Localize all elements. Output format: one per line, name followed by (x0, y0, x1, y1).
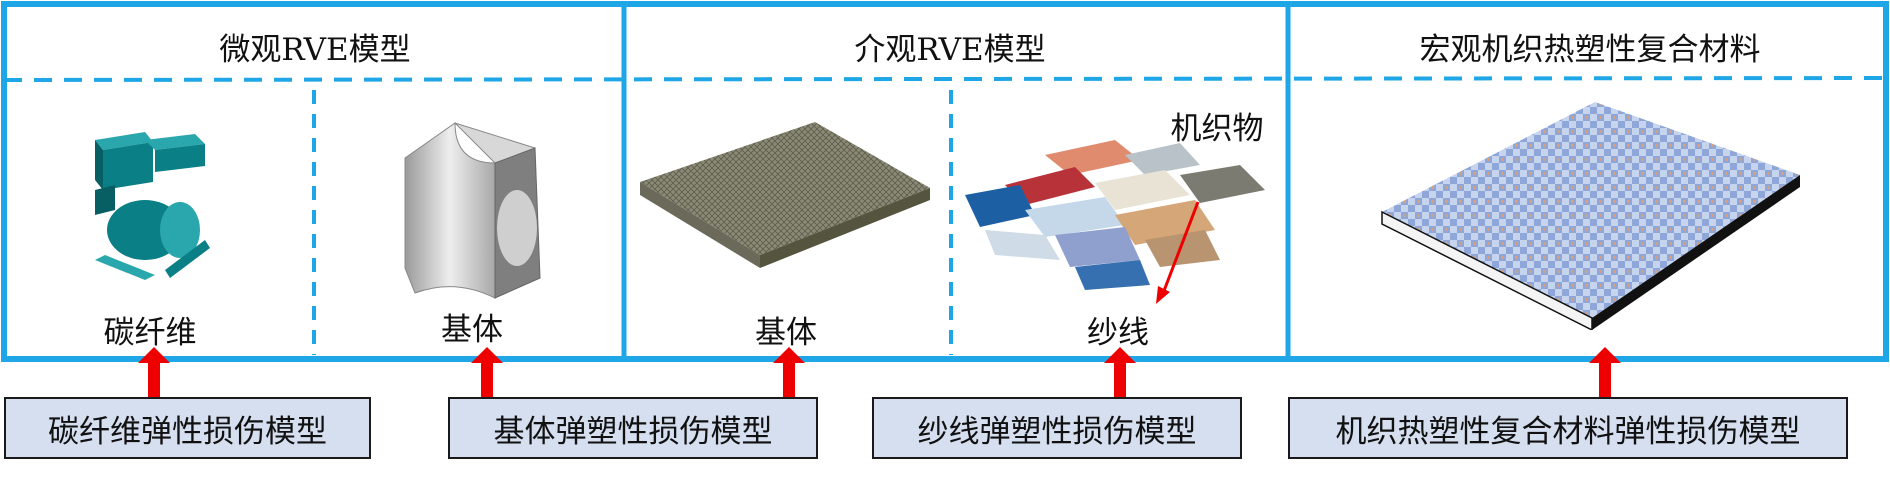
arrow-matrix-micro (471, 347, 503, 399)
yarn-model-label: 纱线弹塑性损伤模型 (917, 413, 1197, 450)
woven-fabric-label: 机织物 (1170, 111, 1264, 147)
carbon-fiber-model-box: 碳纤维弹性损伤模型 (4, 397, 371, 459)
yarn-label: 纱线 (1087, 315, 1149, 351)
composite-model-label: 机织热塑性复合材料弹性损伤模型 (1335, 413, 1801, 450)
composite-plate-icon (1381, 102, 1800, 330)
arrow-carbon-fiber (138, 347, 170, 399)
meso-rve-title: 介观RVE模型 (854, 32, 1046, 68)
matrix-meso-label: 基体 (755, 315, 817, 351)
arrow-composite (1589, 347, 1621, 399)
matrix-model-label: 基体弹塑性损伤模型 (493, 413, 773, 450)
macro-composite-title: 宏观机织热塑性复合材料 (1419, 32, 1761, 68)
woven-fabric-icon (965, 140, 1265, 290)
yarn-model-box: 纱线弹塑性损伤模型 (872, 397, 1242, 459)
arrow-matrix-meso (773, 347, 805, 399)
arrow-yarn (1104, 347, 1136, 399)
matrix-micro-label: 基体 (441, 312, 503, 348)
yarn-pointer-arrow (1156, 201, 1200, 304)
matrix-micro-rve-icon (404, 122, 541, 299)
matrix-meso-plate-icon (640, 122, 930, 268)
carbon-fiber-label: 碳纤维 (103, 315, 197, 351)
carbon-fiber-model-label: 碳纤维弹性损伤模型 (48, 413, 327, 450)
composite-model-box: 机织热塑性复合材料弹性损伤模型 (1288, 397, 1848, 459)
carbon-fiber-rve-icon (95, 132, 210, 280)
matrix-model-box: 基体弹塑性损伤模型 (448, 397, 818, 459)
micro-rve-title: 微观RVE模型 (219, 32, 411, 68)
